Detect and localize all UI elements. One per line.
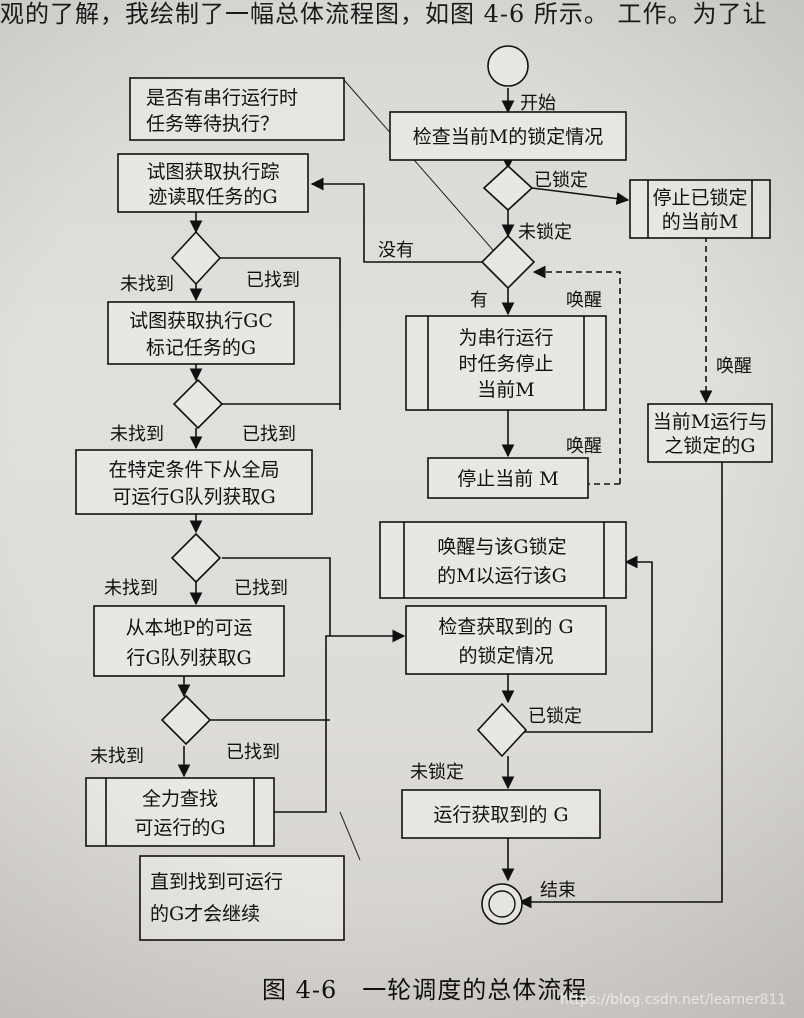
end-label: 结束: [540, 880, 576, 901]
check-got-g-box: [405, 605, 607, 675]
locked-2-label: 已锁定: [528, 706, 582, 727]
check-got-g-line2: 的锁定情况: [458, 645, 553, 667]
try-gc-line2: 标记任务的G: [146, 337, 256, 359]
current-m-run-line1: 当前M运行与: [653, 411, 767, 433]
global-queue-line2: 可运行G队列获取G: [112, 486, 275, 508]
run-g-box: [401, 789, 601, 839]
global-queue-box: [75, 449, 313, 515]
note-serial-line1: 是否有串行运行时: [146, 87, 298, 109]
trace-decision: [170, 230, 222, 286]
wake-label-right: 唤醒: [716, 356, 752, 377]
current-m-run-line2: 之锁定的G: [664, 435, 755, 457]
try-gc-box: [107, 301, 295, 365]
check-lock-box: [389, 111, 627, 161]
start-node: [487, 45, 529, 87]
wake-g-locked-box: [379, 521, 627, 599]
note-until-box: [139, 855, 345, 941]
run-g-text: 运行获取到的 G: [433, 804, 568, 826]
stop-current-m-text: 停止当前 M: [457, 468, 559, 490]
no-label: 没有: [378, 240, 414, 261]
end-node-inner: [488, 890, 516, 918]
try-trace-box: [117, 153, 309, 213]
local-queue-box: [93, 605, 285, 677]
local-queue-line1: 从本地P的可运: [126, 617, 253, 639]
found-label-3: 已找到: [234, 578, 288, 599]
stop-locked-m-line2: 的当前M: [662, 211, 738, 233]
found-label-1: 已找到: [246, 270, 300, 291]
local-decision: [160, 694, 212, 746]
try-trace-line1: 试图获取执行踪: [146, 161, 279, 183]
global-decision: [170, 532, 222, 584]
stop-locked-m-line1: 停止已锁定: [652, 187, 747, 209]
yes-label: 有: [470, 290, 488, 311]
global-queue-line1: 在特定条件下从全局: [108, 459, 279, 481]
got-g-lock-decision: [476, 702, 528, 758]
figure-caption: 图 4-6 一轮调度的总体流程: [262, 976, 588, 1004]
wake-g-locked-line1: 唤醒与该G锁定: [437, 536, 566, 558]
page-top-text: 观的了解，我绘制了一幅总体流程图，如图 4-6 所示。 工作。为了让: [0, 0, 768, 28]
unlocked-2-label: 未锁定: [410, 762, 464, 783]
check-lock-text: 检查当前M的锁定情况: [413, 126, 603, 148]
try-gc-line1: 试图获取执行GC: [129, 310, 273, 332]
note-until-line2: 的G才会继续: [150, 903, 260, 925]
watermark: https://blog.csdn.net/learner811: [560, 992, 787, 1008]
stop-for-serial-line2: 时任务停止: [458, 353, 553, 375]
not-found-label-4: 未找到: [90, 746, 144, 767]
not-found-label-2: 未找到: [110, 424, 164, 445]
not-found-label-3: 未找到: [104, 578, 158, 599]
note-serial-box: [129, 77, 345, 141]
full-search-box: [85, 777, 275, 847]
unlocked-label: 未锁定: [518, 222, 572, 243]
try-trace-line2: 迹读取任务的G: [148, 186, 277, 208]
full-search-line2: 可运行的G: [134, 817, 225, 839]
stop-for-serial-line3: 当前M: [477, 379, 534, 401]
note-serial-line2: 任务等待执行？: [146, 113, 279, 135]
locked-label: 已锁定: [534, 170, 588, 191]
locked-decision: [482, 164, 534, 212]
gc-decision: [172, 378, 224, 430]
check-got-g-line1: 检查获取到的 G: [438, 616, 573, 638]
stop-current-m-box: [427, 457, 589, 499]
wake-label-lower: 唤醒: [566, 436, 602, 457]
wake-label-mid: 唤醒: [566, 290, 602, 311]
stop-locked-m-box: [629, 179, 771, 239]
full-search-line1: 全力查找: [142, 788, 218, 810]
current-m-run-box: [647, 403, 773, 463]
found-label-2: 已找到: [242, 424, 296, 445]
wake-g-locked-line2: 的M以运行该G: [437, 565, 567, 587]
found-label-4: 已找到: [226, 742, 280, 763]
stop-for-serial-box: [405, 315, 607, 411]
not-found-label-1: 未找到: [120, 274, 174, 295]
start-label: 开始: [520, 93, 556, 114]
serial-task-decision: [480, 234, 536, 290]
end-node: [481, 883, 523, 925]
local-queue-line2: 行G队列获取G: [126, 647, 251, 669]
connectors: [177, 79, 723, 909]
stop-for-serial-line1: 为串行运行: [458, 327, 553, 349]
note-until-line1: 直到找到可运行: [150, 871, 283, 893]
